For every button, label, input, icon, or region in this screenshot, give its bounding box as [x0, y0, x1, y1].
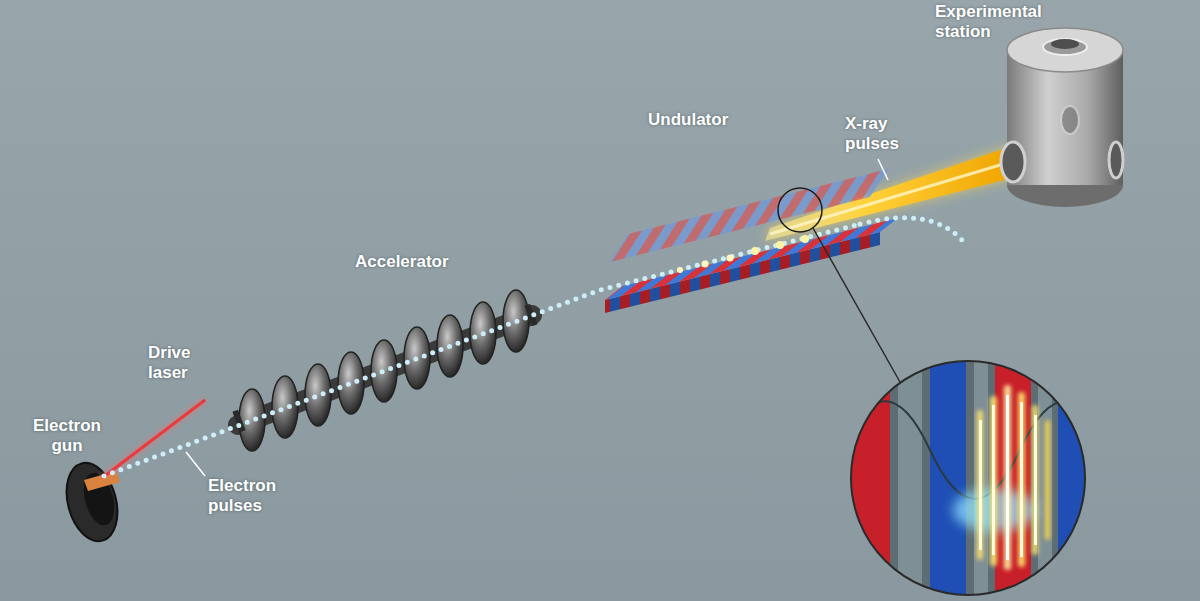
pulses-label: Electron pulses — [208, 476, 290, 515]
laser-beam — [102, 400, 205, 478]
zoom-inset — [840, 350, 1154, 601]
accelerator-label: Accelerator — [355, 252, 485, 272]
undulator-upper-magnets — [610, 169, 888, 262]
leader-line — [878, 159, 888, 180]
zoom-marker — [778, 188, 822, 232]
undulator-label: Undulator — [648, 110, 778, 130]
zoom-inset-border — [851, 361, 1085, 595]
gun-label: Electron gun — [22, 416, 112, 455]
laser-label: Drive laser — [148, 343, 208, 382]
xray-label: X-ray pulses — [845, 114, 909, 153]
zoom-line — [813, 228, 900, 382]
experimental-station — [1001, 28, 1123, 207]
microbunches — [677, 235, 809, 273]
laser-glow — [102, 400, 205, 478]
electron-beam — [104, 192, 962, 477]
leader-line — [186, 452, 205, 476]
station-label: Experimental station — [935, 2, 1065, 41]
accelerator-structure — [232, 290, 537, 451]
